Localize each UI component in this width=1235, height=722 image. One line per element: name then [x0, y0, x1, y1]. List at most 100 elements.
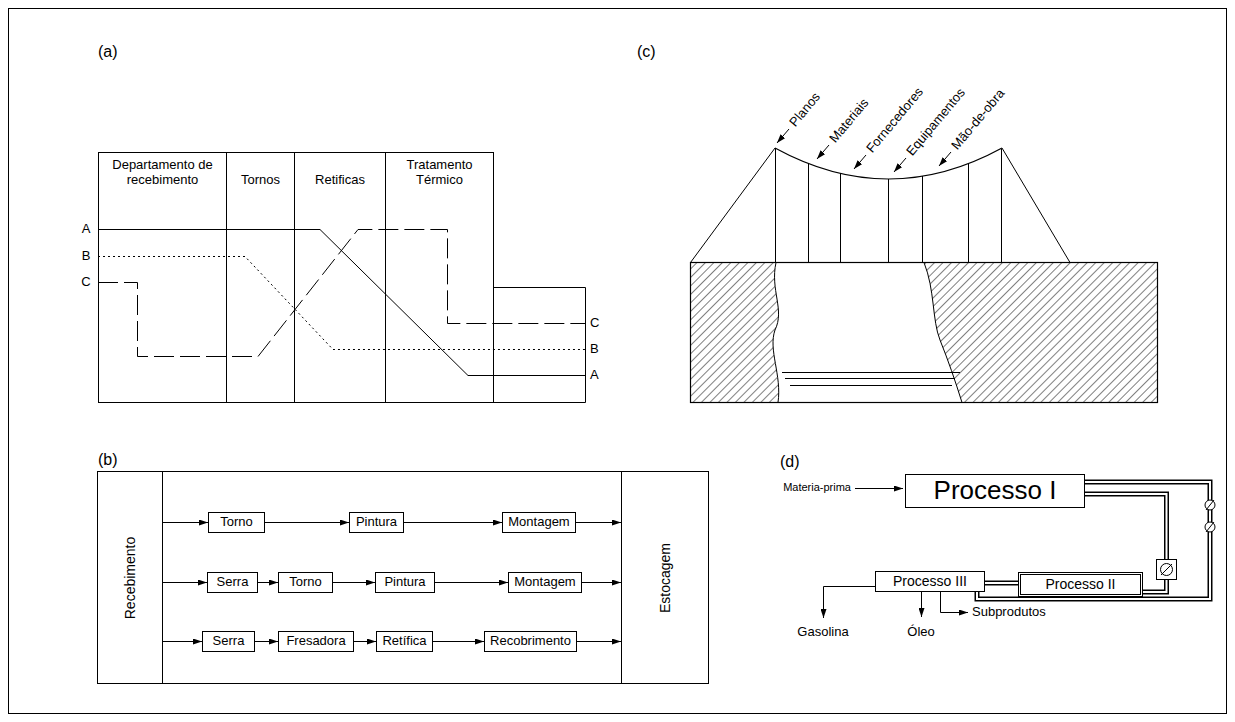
node-text: Departamento de recebimento [102, 158, 223, 188]
flow-connector [354, 641, 376, 642]
node-text: Montagem [514, 575, 575, 590]
bridge-deck [775, 148, 1002, 179]
line-letter: A [82, 221, 91, 237]
pipe-connector [985, 583, 1018, 584]
node-text: Processo II [1045, 576, 1115, 592]
flow-connector [265, 522, 349, 523]
process-box: Processo II [1018, 572, 1143, 597]
process-box: Serra [202, 631, 255, 652]
process-box: Pintura [349, 512, 404, 533]
process-box: Montagem [508, 572, 582, 593]
line-letter: B [590, 341, 599, 357]
bridge-pylon [691, 148, 1071, 263]
node-text: Pintura [384, 575, 425, 590]
node-text: Retificas [298, 173, 382, 188]
connector-line [163, 522, 208, 523]
line-letter: C [590, 315, 599, 331]
outer-frame [9, 9, 1227, 714]
connector-line [163, 641, 202, 642]
panel-letter: (b) [98, 450, 118, 469]
flow-connector [163, 641, 202, 642]
panel-letter: (c) [637, 42, 656, 61]
process-box: Serra [207, 572, 258, 593]
valve-symbol [1157, 560, 1177, 580]
connector-line [582, 582, 621, 583]
river [782, 373, 960, 386]
flow-connector [582, 582, 621, 583]
process-box: Torno [278, 572, 333, 593]
node-text: Torno [220, 515, 253, 530]
node-text: Recebimento [122, 536, 138, 619]
flow-line [98, 257, 585, 350]
column-header: Retificas [294, 152, 386, 403]
connector-line [163, 582, 207, 583]
station-band: Recebimento [97, 471, 163, 684]
line-letter: C [81, 274, 90, 290]
node-text: Tratamento Térmico [389, 158, 490, 188]
node-text: Recobrimento [490, 634, 571, 649]
node-text: Estocagem [657, 542, 673, 612]
process-box: Processo III [875, 571, 985, 592]
flow-connector [333, 582, 375, 583]
flow-connector [163, 522, 208, 523]
factor-label: Materiais [826, 96, 872, 146]
flow-connector [433, 641, 484, 642]
node-text: Retífica [382, 634, 426, 649]
process-box: Torno [208, 512, 265, 533]
connector-line [985, 581, 1018, 586]
column-header: Departamento de recebimento [98, 152, 227, 403]
connector-line [255, 641, 278, 642]
connector-line [985, 582, 1018, 584]
flow-connector [435, 582, 508, 583]
node-text: Pintura [356, 515, 397, 530]
flow-connector [404, 522, 502, 523]
process-box: Processo I [905, 474, 1085, 508]
panel-letter: (a) [98, 42, 118, 61]
process-box: Pintura [375, 572, 435, 593]
node-text: Fresadora [286, 634, 345, 649]
table-cell [494, 288, 586, 403]
column-header: Tratamento Térmico [385, 152, 494, 403]
connector-line [354, 641, 376, 642]
panel-letter: (d) [780, 452, 800, 471]
flow-connector [163, 582, 207, 583]
factor-label: Planos [786, 90, 823, 130]
connector-line [265, 522, 349, 523]
node-text: Torno [289, 575, 322, 590]
node-text: Processo I [934, 476, 1057, 506]
node-text: Tornos [230, 173, 291, 188]
connector-line [404, 522, 502, 523]
output-label: Subprodutos [972, 604, 1046, 620]
node-text: Montagem [508, 515, 569, 530]
output-label: Gasolina [797, 624, 848, 640]
flow-connector [577, 641, 621, 642]
input-label: Materia-prima [783, 481, 851, 494]
connector-line [433, 641, 484, 642]
ground-block [691, 263, 1158, 403]
connector-line [258, 582, 278, 583]
process-box: Recobrimento [484, 631, 577, 652]
line-letter: B [82, 248, 91, 264]
column-header: Tornos [226, 152, 295, 403]
cliff [924, 263, 1158, 403]
process-box: Montagem [502, 512, 576, 533]
gauge-symbol [1205, 500, 1215, 532]
bridge-hanger [776, 148, 1002, 262]
line-letter: A [590, 367, 599, 383]
node-text: Serra [213, 634, 245, 649]
flow-line [98, 230, 585, 357]
cliff [691, 263, 779, 403]
layout-frame [98, 472, 709, 684]
connector-line [576, 522, 621, 523]
connector-line [577, 641, 621, 642]
node-text: Processo III [893, 573, 967, 589]
flow-connector [258, 582, 278, 583]
connector-line [435, 582, 508, 583]
connector-line [333, 582, 375, 583]
node-text: Serra [217, 575, 249, 590]
flow-connector [255, 641, 278, 642]
process-box: Fresadora [278, 631, 354, 652]
